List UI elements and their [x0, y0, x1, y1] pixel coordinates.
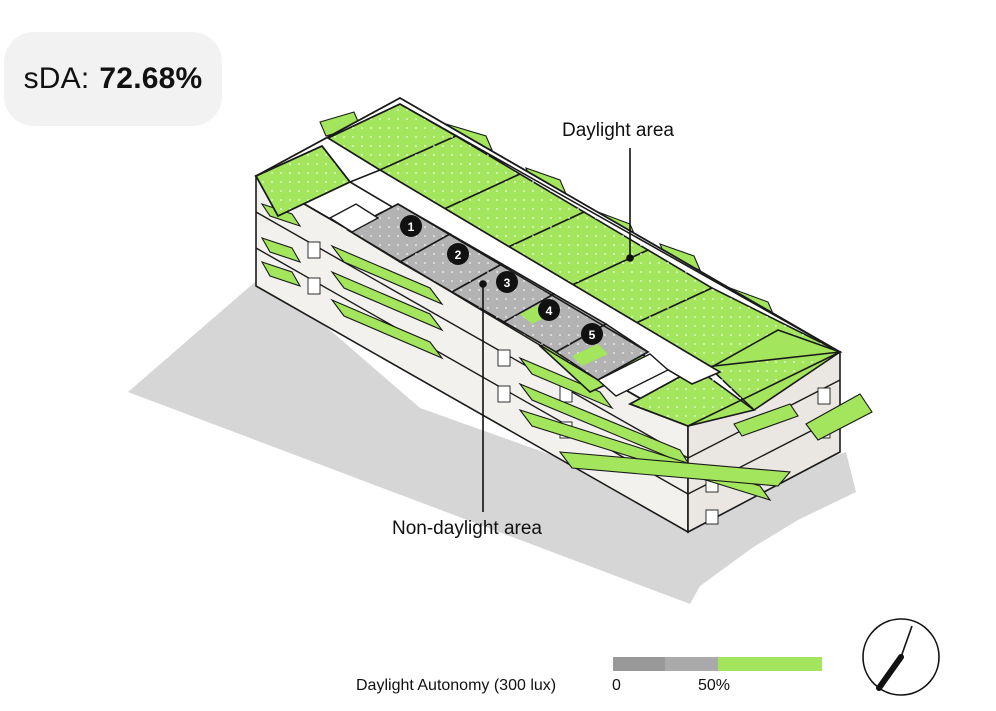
zone-label: 1: [408, 220, 415, 234]
zone-marker: [581, 323, 603, 345]
zone-label: 3: [504, 276, 511, 290]
zone-label: 4: [546, 304, 553, 318]
stair-opening: [596, 353, 670, 397]
callout-non-daylight-area: Non-daylight area: [392, 518, 542, 539]
legend-swatch-high: [718, 657, 822, 671]
zone-marker: [447, 243, 469, 265]
sda-value: 72.68%: [99, 62, 203, 95]
legend-tick-mid: 50%: [698, 677, 731, 694]
zone-label: 2: [455, 248, 462, 262]
legend-title: Daylight Autonomy (300 lux): [356, 677, 557, 694]
sda-badge: sDA: 72.68%: [4, 32, 222, 126]
legend-bar: [613, 657, 822, 671]
legend-swatch-mid: [665, 657, 718, 671]
legend-tick-min: 0: [612, 677, 621, 694]
sda-label: sDA:: [23, 62, 90, 95]
callout-daylight-area: Daylight area: [562, 120, 674, 141]
zone-marker: [538, 299, 560, 321]
core-rooms: [346, 203, 650, 381]
legend-swatch-low: [613, 657, 665, 671]
leader-lines: [479, 148, 634, 512]
stair-opening: [328, 203, 380, 233]
zone-markers: 1 2 3 4 5: [400, 215, 603, 345]
zone-marker: [400, 215, 422, 237]
zone-marker: [496, 271, 518, 293]
zone-label: 5: [589, 328, 596, 342]
north-arrow-icon: [862, 618, 940, 696]
